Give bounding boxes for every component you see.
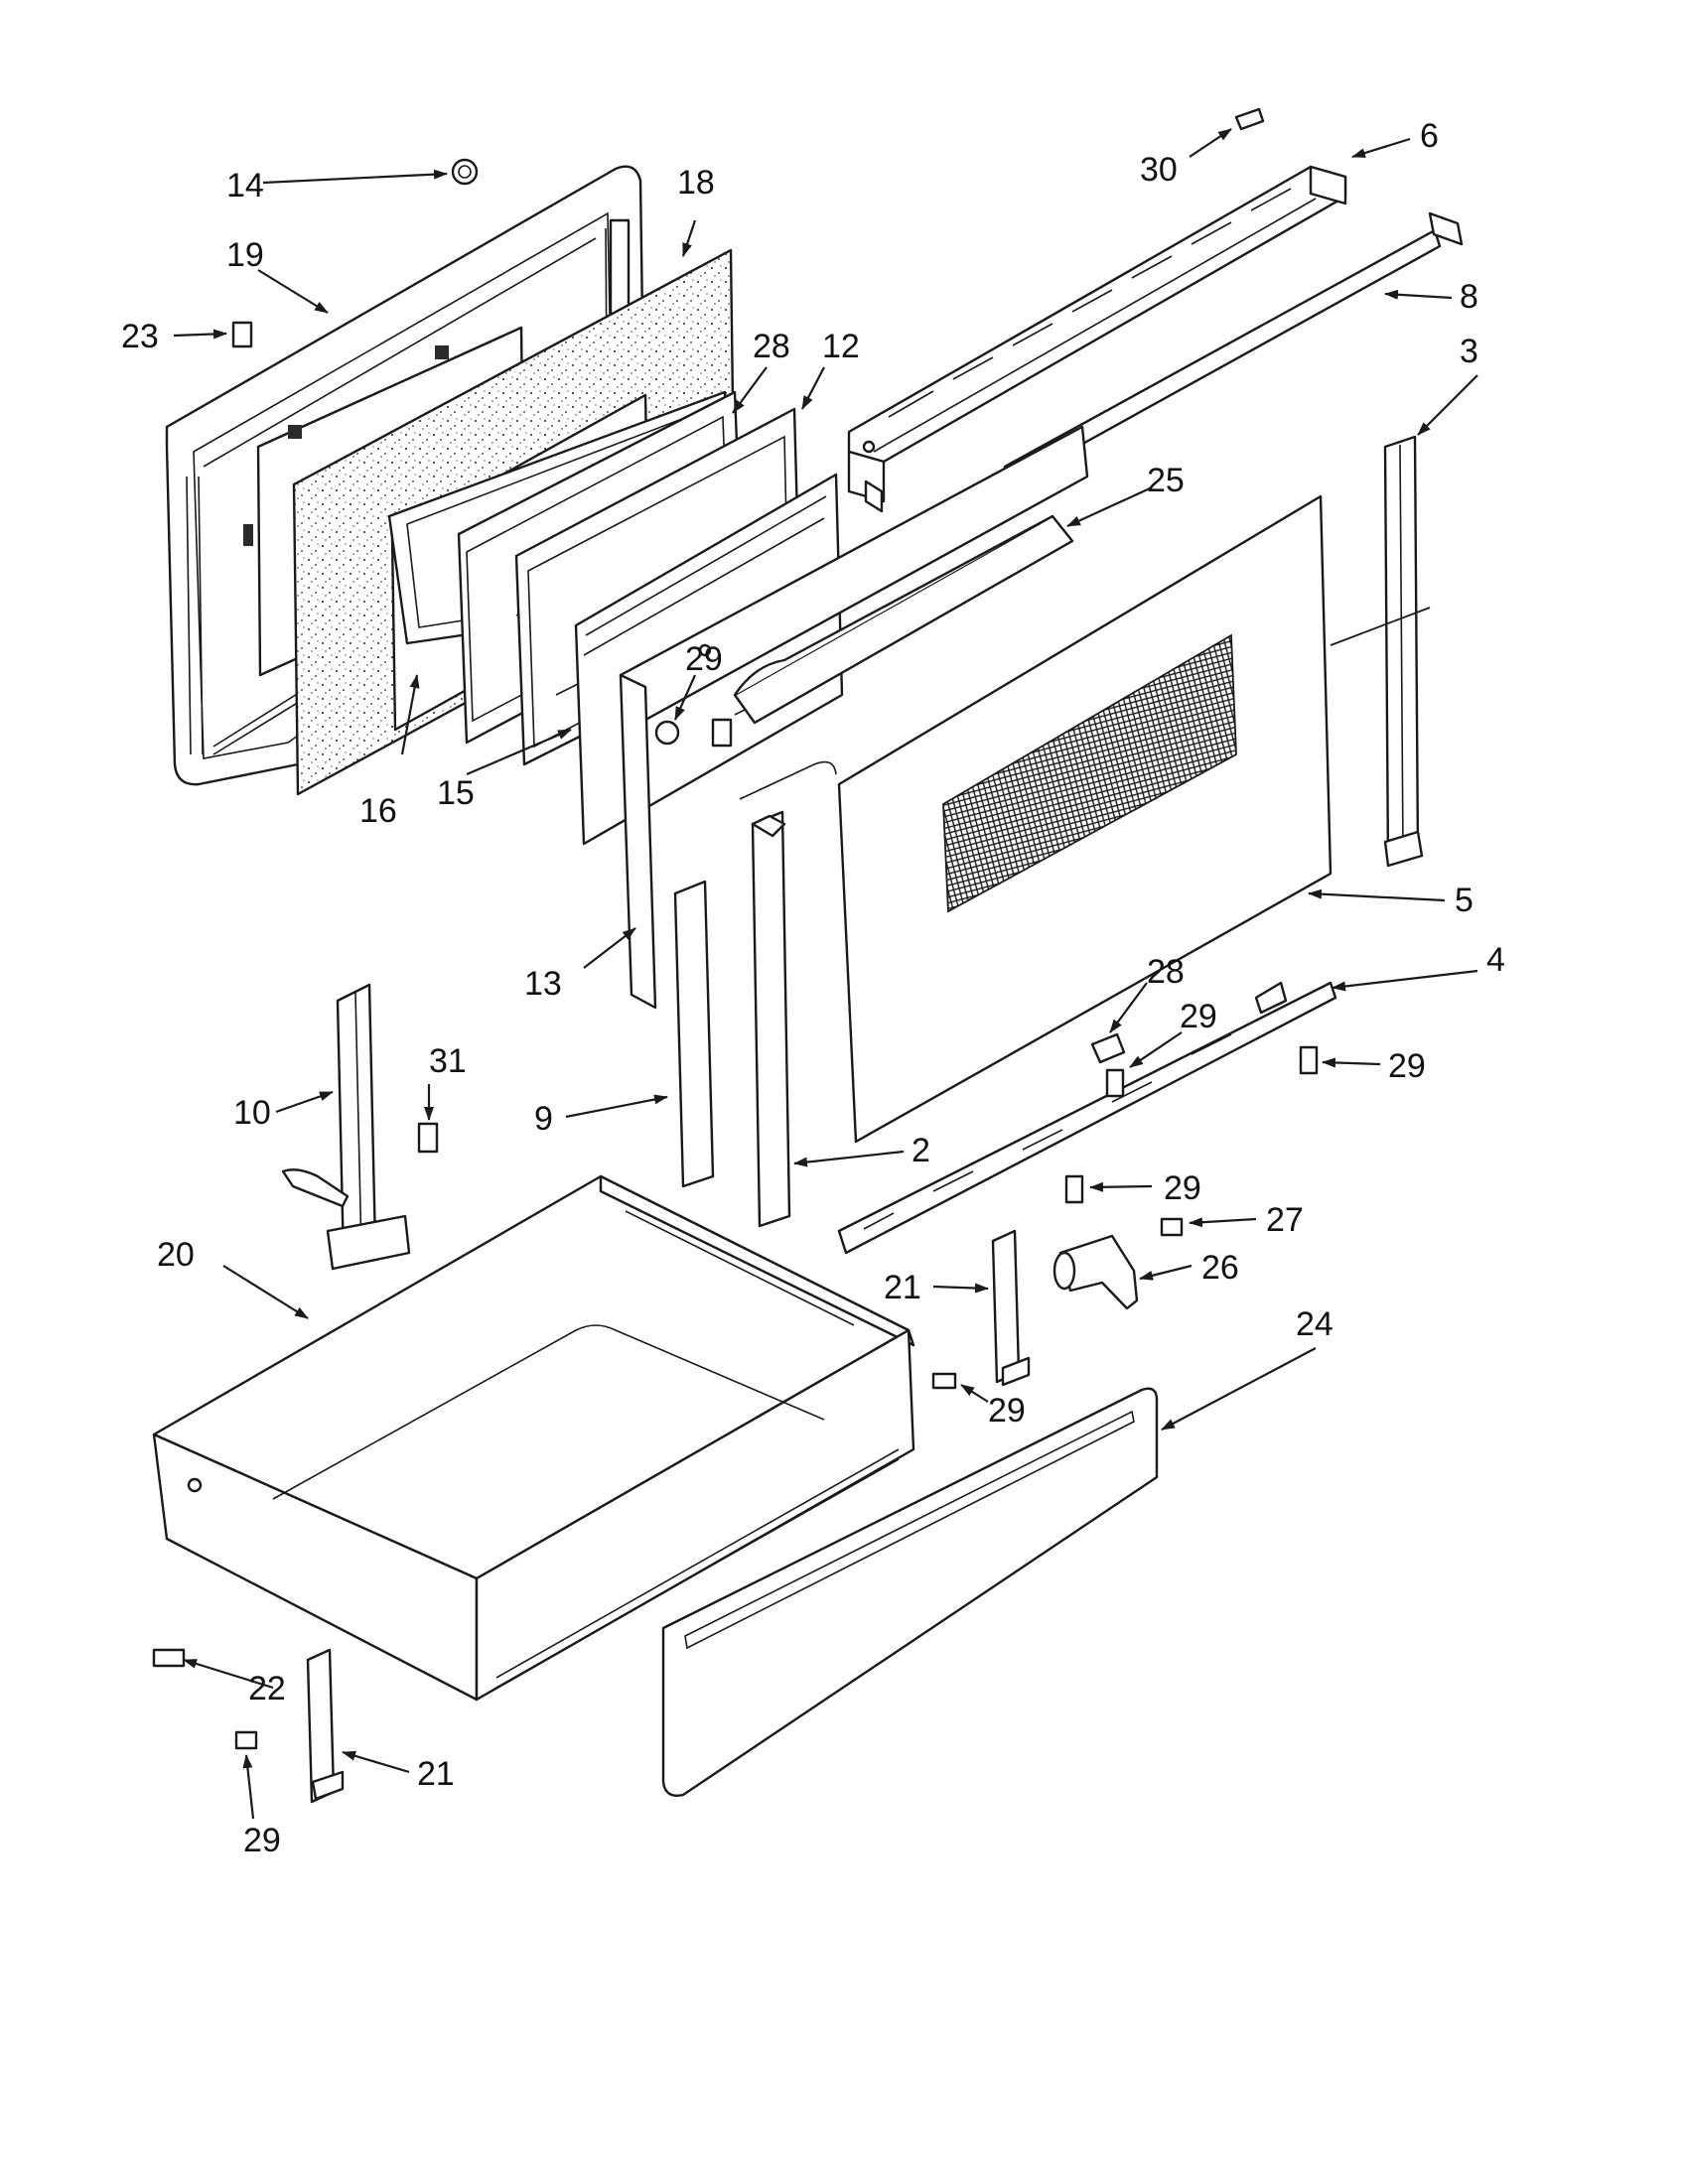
- callout-21-upper: 21: [884, 1269, 921, 1306]
- callout-16: 16: [359, 792, 397, 830]
- storage-drawer: [152, 1174, 915, 1702]
- callout-29-mid: 29: [1164, 1169, 1201, 1207]
- callout-8: 8: [1460, 278, 1478, 316]
- callout-28-lower: 28: [1147, 953, 1185, 991]
- bottom-rail: [837, 981, 1337, 1255]
- door-handle-channel: [711, 514, 1074, 748]
- fastener-29d: [1064, 1174, 1084, 1204]
- callout-9: 9: [534, 1100, 553, 1138]
- outer-door-panel: [837, 494, 1431, 1144]
- fastener-29a: [654, 720, 680, 746]
- callout-18: 18: [677, 164, 715, 202]
- callout-10: 10: [233, 1094, 271, 1132]
- side-trim-strip: [1383, 435, 1424, 868]
- callout-22: 22: [248, 1670, 286, 1707]
- left-support-bracket: [281, 983, 411, 1271]
- fastener-29e: [931, 1372, 957, 1390]
- vertical-strip-9: [673, 880, 715, 1188]
- callout-13: 13: [524, 965, 562, 1003]
- fastener-22: [152, 1648, 186, 1668]
- callout-6: 6: [1420, 117, 1439, 155]
- callout-12: 12: [822, 328, 860, 365]
- callout-3: 3: [1460, 333, 1478, 370]
- callout-26: 26: [1201, 1249, 1239, 1287]
- leader-lines: [173, 128, 1478, 1820]
- callout-29-bottom: 29: [243, 1822, 281, 1859]
- callout-labels: 14 18 19 23 28 12 30 6 8 3 25 29 16 15 5…: [121, 117, 1505, 1859]
- fastener-14: [451, 158, 479, 186]
- drawer-front-panel: [661, 1387, 1159, 1797]
- control-panel-backguard: [847, 165, 1347, 513]
- knob-assembly: [1052, 1234, 1139, 1310]
- callout-29-rail-left: 29: [1180, 998, 1217, 1035]
- callout-29-rail-right: 29: [1388, 1047, 1426, 1085]
- callout-4: 4: [1486, 941, 1505, 979]
- fastener-29b: [1105, 1068, 1125, 1098]
- small-bracket-lower: [306, 1648, 345, 1804]
- callout-24: 24: [1296, 1305, 1333, 1343]
- callout-30: 30: [1140, 151, 1178, 189]
- callout-28: 28: [753, 328, 790, 365]
- fastener-23: [231, 321, 253, 348]
- callout-20: 20: [157, 1236, 195, 1274]
- callout-29-drawer: 29: [988, 1392, 1026, 1430]
- callout-19: 19: [226, 236, 264, 274]
- callout-14: 14: [226, 167, 264, 205]
- callout-29: 29: [685, 640, 723, 678]
- callout-2: 2: [912, 1132, 930, 1169]
- callout-25: 25: [1147, 462, 1185, 499]
- callout-21-lower: 21: [417, 1755, 455, 1793]
- fastener-31: [417, 1122, 439, 1154]
- small-bracket-upper: [991, 1229, 1031, 1387]
- inner-door-panel: [619, 425, 1089, 1010]
- callout-27: 27: [1266, 1201, 1304, 1239]
- fastener-28b: [1090, 1032, 1126, 1064]
- callout-23: 23: [121, 318, 159, 355]
- fastener-29c: [1299, 1045, 1319, 1075]
- fastener-27: [1160, 1217, 1184, 1237]
- vertical-strip-2: [751, 810, 791, 1228]
- fastener-29f: [234, 1730, 258, 1750]
- callout-15: 15: [437, 774, 475, 812]
- callout-5: 5: [1455, 882, 1474, 919]
- fastener-30: [1234, 107, 1265, 131]
- callout-31: 31: [429, 1042, 467, 1080]
